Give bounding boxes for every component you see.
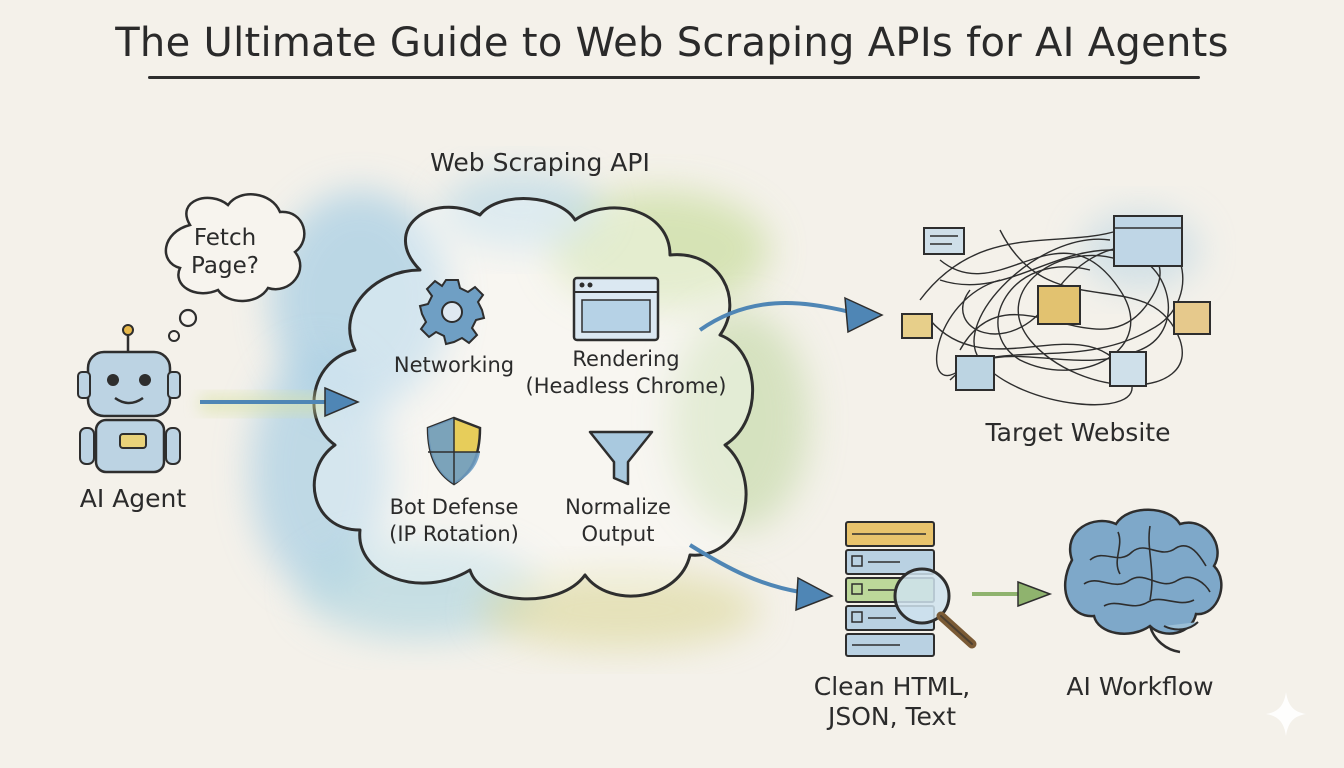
shield-icon (426, 416, 482, 486)
web-page-nodes (901, 215, 1211, 391)
clean-output-label: Clean HTML, JSON, Text (792, 672, 992, 732)
brain-icon (1063, 508, 1223, 654)
agent-label: AI Agent (79, 484, 187, 513)
robot-icon (77, 324, 181, 474)
feature-sublabel: (Headless Chrome) (525, 374, 727, 398)
feature-label: Normalize (565, 495, 671, 519)
arrow-clean-to-workflow (972, 580, 1053, 608)
feature-sublabel: (IP Rotation) (389, 522, 519, 546)
funnel-icon (588, 430, 654, 486)
browser-window-icon (572, 276, 660, 342)
feature-bot-defense: Bot Defense (IP Rotation) (354, 494, 554, 548)
feature-sublabel: Output (581, 522, 655, 546)
clean-line-1: Clean HTML, (813, 672, 971, 701)
feature-label: Rendering (572, 347, 680, 371)
title-underline (148, 76, 1200, 79)
tangled-web-icon (919, 226, 1184, 406)
arrow-api-to-target (698, 296, 884, 334)
thought-bubble-text: Fetch Page? (160, 224, 290, 280)
arrow-agent-to-api (200, 386, 360, 418)
document-search-icon (845, 521, 977, 657)
sparkle-icon (1266, 692, 1306, 736)
clean-line-2: JSON, Text (827, 702, 957, 731)
ai-workflow-label: AI Workflow (1066, 672, 1214, 701)
arrow-api-to-clean (688, 543, 834, 612)
page-title: The Ultimate Guide to Web Scraping APIs … (115, 20, 1229, 66)
feature-rendering: Rendering (Headless Chrome) (516, 346, 736, 400)
target-website-label: Target Website (985, 418, 1171, 447)
thought-bubble (164, 193, 306, 342)
api-label: Web Scraping API (430, 148, 650, 177)
gear-icon (418, 279, 486, 346)
thought-line-1: Fetch (193, 225, 257, 251)
feature-label: Bot Defense (389, 495, 519, 519)
feature-label: Networking (393, 353, 515, 377)
thought-line-2: Page? (191, 253, 259, 279)
feature-normalize-output: Normalize Output (518, 494, 718, 548)
feature-networking: Networking (354, 352, 554, 379)
